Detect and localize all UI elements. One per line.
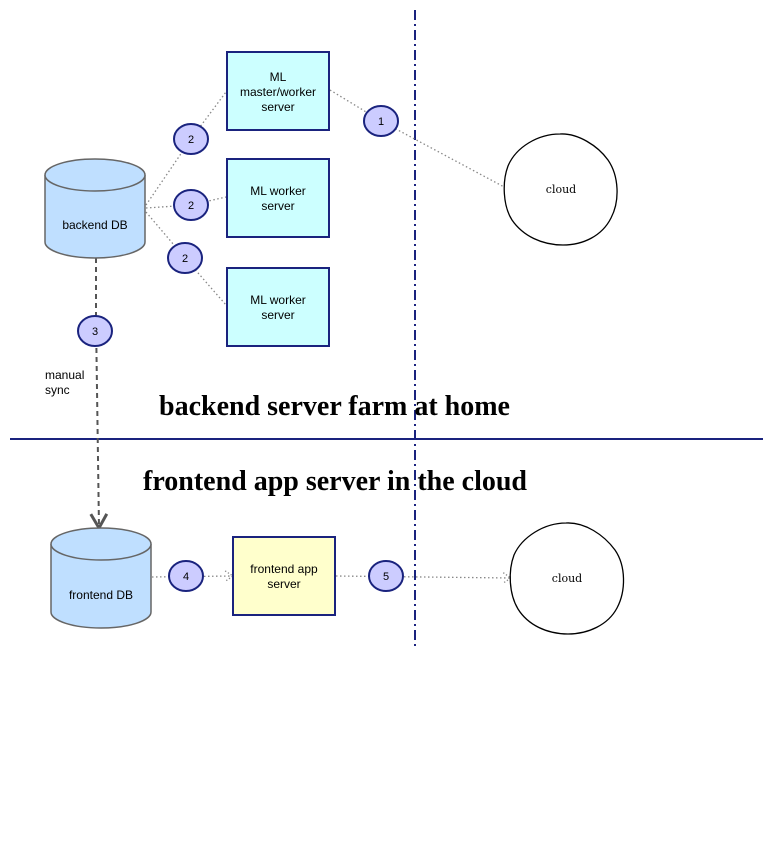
ml-worker-1-label-line-2: server — [261, 199, 294, 213]
backend-db: backend DB — [44, 158, 146, 259]
ml-worker-2-label-line-1: ML worker — [250, 293, 306, 307]
frontend-db-label: frontend DB — [69, 588, 133, 602]
frontend-app-label-line-1: frontend app — [250, 562, 318, 576]
badge-4-text: 4 — [183, 571, 189, 583]
cloud-bottom: cloud — [509, 522, 625, 635]
badge-2a: 2 — [173, 123, 209, 155]
badge-2a-text: 2 — [188, 134, 194, 146]
badge-4: 4 — [168, 560, 204, 592]
ml-worker-2-label-line-2: server — [261, 308, 294, 322]
cloud-top-label: cloud — [546, 183, 576, 196]
badge-2c: 2 — [167, 242, 203, 274]
badge-2b-text: 2 — [188, 200, 194, 212]
badge-1: 1 — [363, 105, 399, 137]
ml-master-label-line-3: server — [261, 100, 294, 114]
frontend-db: frontend DB — [50, 527, 152, 629]
frontend-heading: frontend app server in the cloud — [143, 466, 527, 497]
manual-sync-line-2: sync — [45, 383, 70, 397]
ml-worker-1-label-line-1: ML worker — [250, 184, 306, 198]
badge-1-text: 1 — [378, 116, 384, 128]
badge-5-text: 5 — [383, 571, 389, 583]
badge-5: 5 — [368, 560, 404, 592]
badge-3: 3 — [77, 315, 113, 347]
badge-3-text: 3 — [92, 326, 98, 338]
ml-worker-server-2: ML worker server — [226, 267, 330, 347]
cloud-bottom-label: cloud — [552, 572, 582, 585]
manual-sync-line-1: manual — [45, 368, 84, 382]
frontend-app-label-line-2: server — [267, 577, 300, 591]
badge-2b: 2 — [173, 189, 209, 221]
frontend-app-server: frontend app server — [232, 536, 336, 616]
badge-2c-text: 2 — [182, 253, 188, 265]
ml-master-worker-server: ML master/worker server — [226, 51, 330, 131]
ml-master-label-line-2: master/worker — [240, 85, 316, 99]
backend-heading: backend server farm at home — [159, 391, 510, 422]
ml-master-label-line-1: ML — [270, 70, 287, 84]
backend-db-label: backend DB — [62, 218, 127, 232]
ml-worker-server-1: ML worker server — [226, 158, 330, 238]
cloud-top: cloud — [503, 133, 618, 246]
